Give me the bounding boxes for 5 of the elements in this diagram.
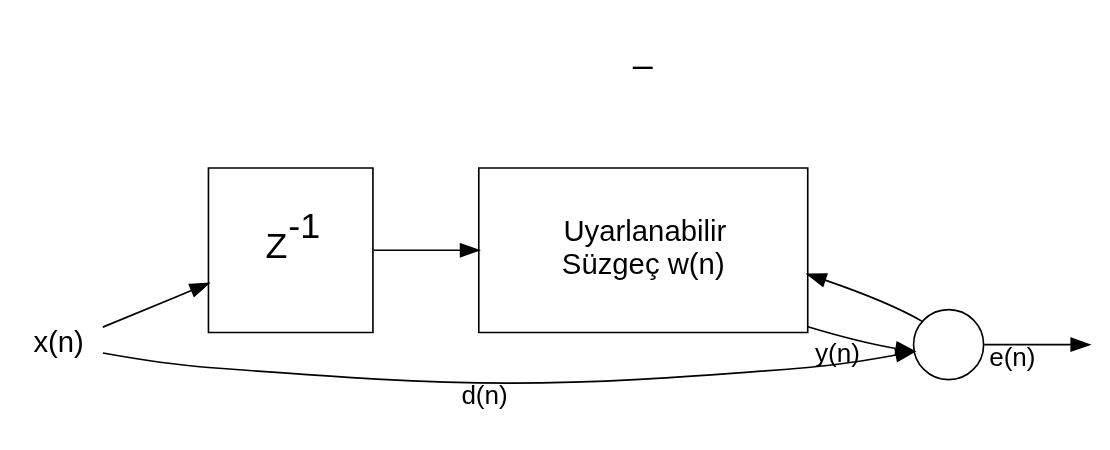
edge-label: d(n) xyxy=(461,379,508,410)
label: – xyxy=(632,44,653,85)
node-text: x(n) xyxy=(33,324,84,358)
edge-label: e(n) xyxy=(989,341,1036,372)
edge-label: y(n) xyxy=(815,337,860,368)
